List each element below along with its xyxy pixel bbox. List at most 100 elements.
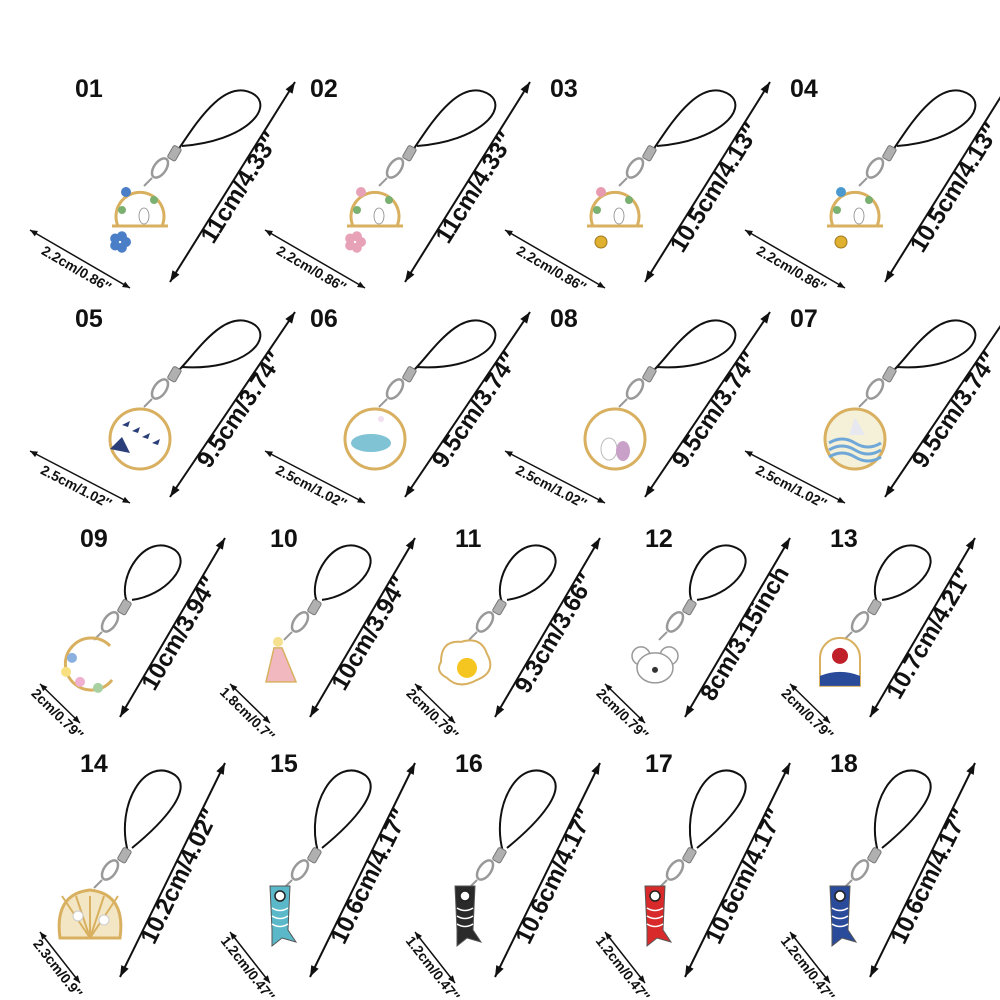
- length-arrow: [884, 325, 1000, 498]
- length-arrow: [869, 762, 976, 978]
- width-label: 2cm/0.79″: [28, 685, 86, 743]
- width-arrow: [789, 931, 831, 984]
- cat-bell-ring-charm: [587, 187, 643, 249]
- crimp-end: [402, 366, 417, 383]
- cord-loop: [498, 544, 557, 605]
- crimp-end: [642, 145, 657, 162]
- length-label: 10.5cm/4.13″: [905, 118, 1000, 257]
- crimp-end: [867, 599, 882, 616]
- pearl-shell-charm: [57, 888, 123, 940]
- length-arrow: [869, 537, 976, 718]
- crimp-end: [167, 145, 182, 162]
- lobster-clasp: [625, 378, 645, 400]
- length-arrow: [644, 81, 771, 283]
- cord-loop: [688, 769, 747, 853]
- width-label: 1.2cm/0.47″: [593, 933, 654, 1000]
- length-label: 10.7cm/4.21″: [881, 563, 979, 703]
- item-number: 16: [455, 750, 483, 778]
- width-arrow: [504, 450, 606, 504]
- width-arrow: [29, 229, 131, 289]
- lobster-clasp: [100, 859, 120, 881]
- crimp-end: [307, 599, 322, 616]
- width-arrow: [414, 683, 456, 724]
- cord-loop: [313, 769, 372, 853]
- strap-illustration: 9.5cm/3.74″2.5cm/1.02″: [29, 311, 296, 512]
- lobster-clasp: [865, 157, 885, 179]
- item-number: 05: [75, 305, 103, 333]
- width-arrow: [264, 450, 366, 504]
- width-arrow: [744, 450, 846, 504]
- length-arrow: [884, 96, 1000, 283]
- length-arrow: [404, 311, 531, 498]
- crimp-end: [167, 366, 182, 383]
- length-arrow: [494, 537, 601, 718]
- lobster-clasp: [290, 611, 310, 633]
- crimp-end: [492, 599, 507, 616]
- crimp-end: [682, 599, 697, 616]
- item-number: 08: [550, 305, 578, 333]
- crimp-end: [402, 145, 417, 162]
- strap-illustration: 11cm/4.33″2.2cm/0.86″: [29, 81, 296, 295]
- cat-flower-ring-charm: [345, 187, 403, 253]
- cord-loop: [177, 319, 262, 372]
- item-number: 18: [830, 750, 858, 778]
- floral-wreath-charm: [61, 636, 114, 693]
- strap-illustration: 10.6cm/4.17″1.2cm/0.47″: [593, 762, 791, 1000]
- item-number: 06: [310, 305, 338, 333]
- crimp-end: [117, 599, 132, 616]
- length-arrow: [169, 81, 296, 283]
- length-label: 11cm/4.33″: [196, 127, 285, 248]
- cranes-circle-charm: [108, 407, 172, 471]
- cat-bell-ring-charm: [827, 187, 883, 249]
- koi-windsock-charm: [269, 885, 298, 948]
- crimp-end: [882, 366, 897, 383]
- item-number: 01: [75, 75, 103, 103]
- cord-loop: [123, 769, 182, 853]
- item-number: 04: [790, 75, 818, 103]
- item-number: 09: [80, 525, 108, 553]
- cord-loop: [873, 769, 932, 853]
- crimp-end: [642, 366, 657, 383]
- strap-illustration: 10.6cm/4.17″1.2cm/0.47″: [778, 762, 976, 1000]
- jump-ring: [378, 177, 388, 187]
- item-number: 03: [550, 75, 578, 103]
- item-number: 14: [80, 750, 108, 778]
- strap-illustration: 9.5cm/3.74″2.5cm/1.02″: [504, 311, 771, 512]
- lobster-clasp: [100, 611, 120, 633]
- cord-loop: [652, 319, 737, 372]
- jump-ring: [283, 631, 293, 641]
- cat-flower-ring-charm: [110, 187, 168, 253]
- item-number: 10: [270, 525, 298, 553]
- lobster-clasp: [665, 611, 685, 633]
- length-arrow: [119, 762, 226, 978]
- cord-loop: [688, 544, 747, 605]
- lobster-clasp: [865, 378, 885, 400]
- item-number: 13: [830, 525, 858, 553]
- strap-illustration: 9.5cm/3.74″2.5cm/1.02″: [744, 319, 1000, 512]
- lobster-clasp: [385, 157, 405, 179]
- jump-ring: [143, 177, 153, 187]
- length-arrow: [309, 762, 416, 978]
- width-arrow: [789, 683, 831, 724]
- strap-illustration: 10.5cm/4.13″2.2cm/0.86″: [504, 81, 771, 295]
- cord-loop: [412, 319, 497, 372]
- length-arrow: [404, 81, 531, 283]
- length-label: 10.5cm/4.13″: [665, 118, 766, 257]
- cloud-circle-charm: [343, 407, 407, 471]
- width-arrow: [229, 683, 271, 724]
- crimp-end: [117, 847, 132, 864]
- strap-illustration: 10cm/3.94″1.8cm/0.7″: [217, 537, 416, 744]
- width-arrow: [264, 229, 366, 289]
- item-number: 17: [645, 750, 673, 778]
- lobster-clasp: [385, 378, 405, 400]
- lobster-clasp: [475, 611, 495, 633]
- width-label: 1.2cm/0.47″: [218, 933, 279, 1000]
